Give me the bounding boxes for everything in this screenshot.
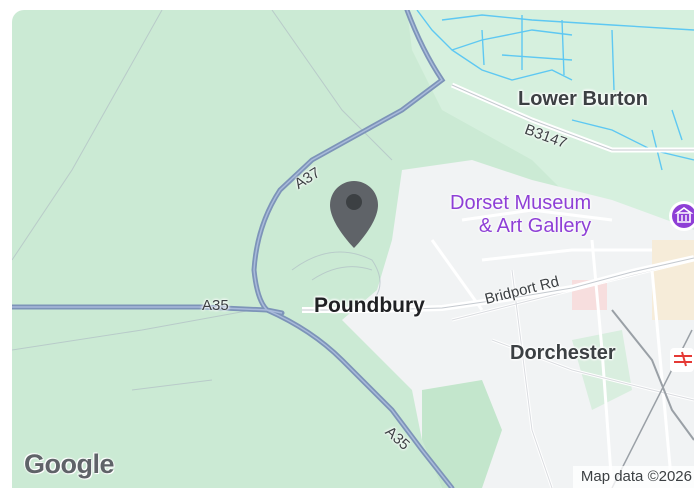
map-canvas [12,10,694,488]
poi-label-line1: Dorset Museum [450,192,592,214]
poi-label-museum[interactable]: Dorset Museum & Art Gallery [450,192,591,238]
museum-icon[interactable] [669,201,694,231]
road-label-a35-west: A35 [202,297,229,314]
train-station-icon[interactable] [670,348,694,372]
b3147-road-edge [451,84,694,151]
bridport-road-edge [302,257,694,311]
place-label-lower-burton: Lower Burton [518,88,648,110]
location-pin-icon[interactable] [330,181,378,248]
google-logo: Google [24,449,115,479]
place-label-poundbury: Poundbury [314,294,425,317]
place-label-dorchester: Dorchester [510,342,616,364]
map-attribution[interactable]: Map data ©2026 [572,466,694,488]
map-view[interactable]: Lower Burton Dorset Museum & Art Gallery… [12,10,694,488]
park-area [422,380,502,488]
railway-line [611,309,694,441]
poi-label-line2: & Art Gallery [478,215,592,237]
a-roads-highlight [12,10,453,488]
minor-roads [12,10,393,391]
meadow-area [407,10,694,260]
beige-area [652,240,694,320]
